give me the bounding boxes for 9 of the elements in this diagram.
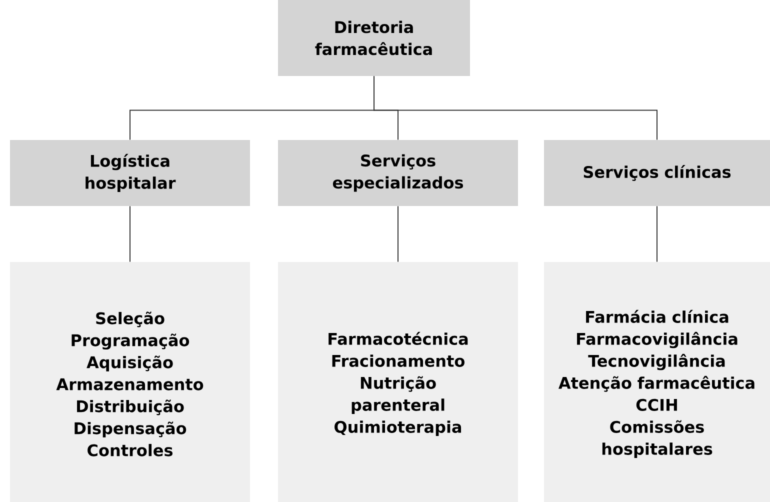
director-box: Diretoria farmacêutica	[278, 0, 470, 76]
department-box: Serviços clínicas	[544, 140, 770, 206]
department-box: Serviços especializados	[278, 140, 518, 206]
connector-line	[374, 76, 658, 140]
service-list-box: Farmacotécnica Fracionamento Nutrição parenteral Quimioterapia	[278, 262, 518, 502]
department-box: Logística hospitalar	[10, 140, 250, 206]
service-list-box: Farmácia clínica Farmacovigilância Tecnovigilância Atenção farmacêutica CCIH Comissões hospitalares	[544, 262, 770, 502]
connector-line	[656, 206, 658, 262]
service-list-box: Seleção Programação Aquisição Armazenamento Distribuição Dispensação Controles	[10, 262, 250, 502]
